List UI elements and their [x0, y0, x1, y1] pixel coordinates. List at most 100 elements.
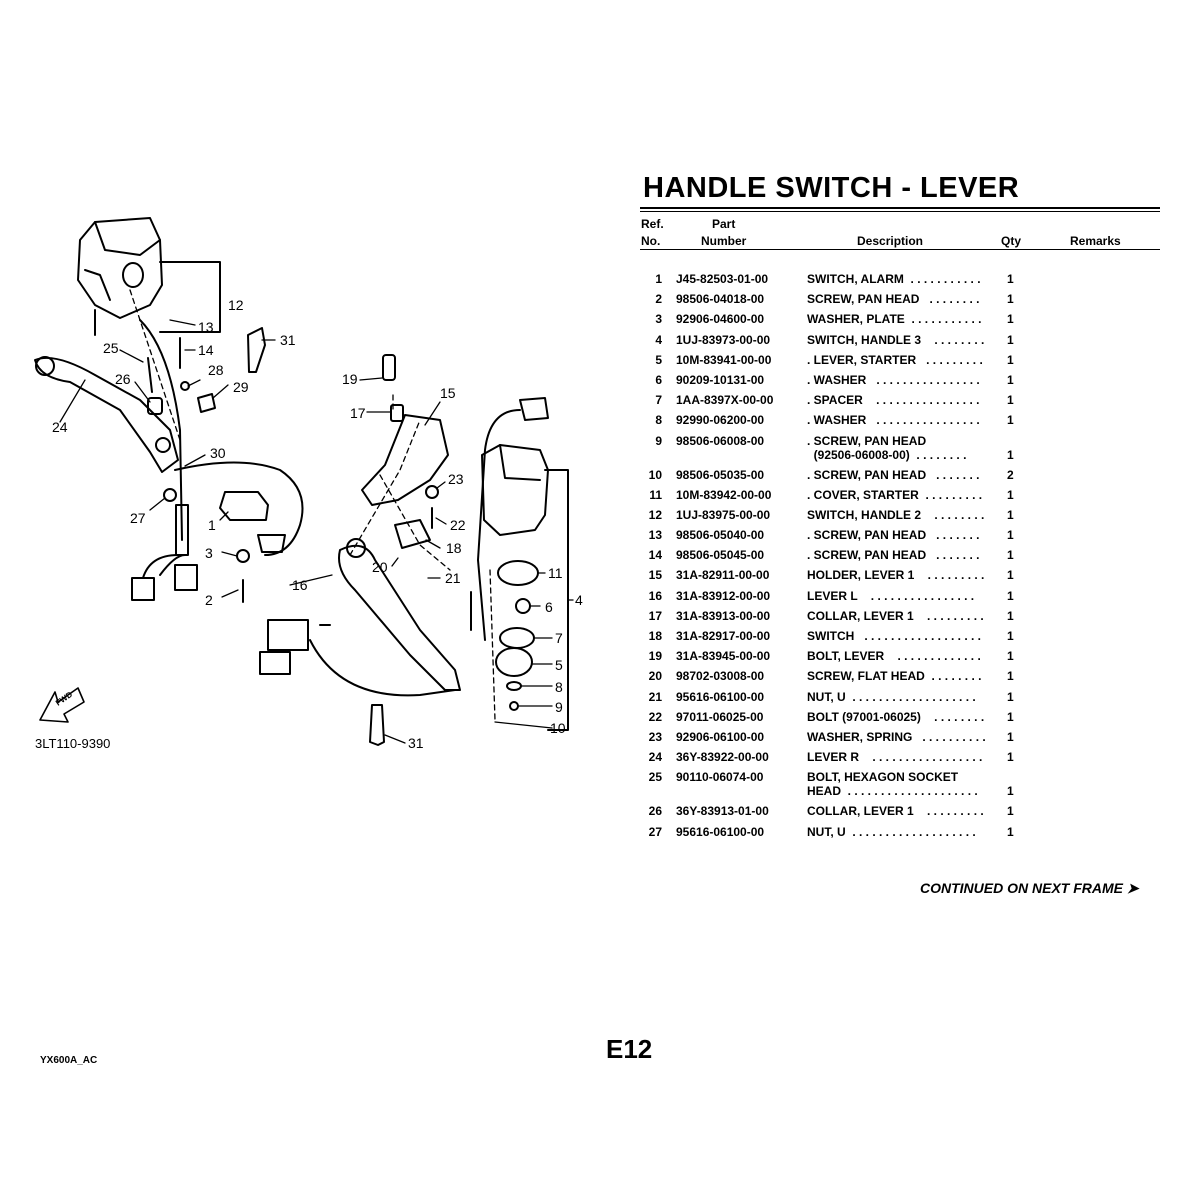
part-description: . LEVER, STARTER . . . . . . . . . — [807, 352, 983, 367]
part-qty: 1 — [1007, 588, 1014, 603]
part-qty: 1 — [1007, 750, 1014, 765]
part-description: WASHER, PLATE . . . . . . . . . . . — [807, 312, 982, 327]
part-number: 98702-03008-00 — [676, 669, 765, 684]
part-number: 97011-06025-00 — [676, 709, 764, 724]
lever-l-drawing — [338, 538, 461, 691]
part-description: SWITCH . . . . . . . . . . . . . . . . .… — [807, 629, 982, 643]
part-qty: 1 — [1007, 608, 1014, 623]
part-number: 92906-04600-00 — [676, 312, 765, 327]
diagram-label: 7 — [555, 630, 563, 646]
part-qty: 1 — [1007, 413, 1014, 428]
part-number: 98506-06008-00 — [676, 433, 765, 448]
header-ref-2: No. — [641, 234, 661, 248]
part-description: . SCREW, PAN HEAD . . . . . . . — [807, 548, 980, 563]
diagram-label: 17 — [350, 405, 366, 421]
diagram-label: 29 — [233, 379, 249, 395]
part-qty: 1 — [1007, 507, 1014, 522]
part-qty: 2 — [1007, 467, 1014, 482]
part-description: . SCREW, PAN HEAD (92506-06008-00) . . .… — [807, 433, 967, 462]
diagram-label: 6 — [545, 599, 553, 615]
part-description: COLLAR, LEVER 1 . . . . . . . . . — [807, 804, 984, 819]
ref-number: 16 — [648, 588, 662, 603]
part-description: SWITCH, ALARM . . . . . . . . . . . — [807, 272, 981, 286]
part-description: . SCREW, PAN HEAD . . . . . . . — [807, 467, 980, 482]
part-number: 36Y-83922-00-00 — [676, 750, 769, 765]
diagram-label: 13 — [198, 319, 214, 335]
exploded-parts-diagram: 1 2 3 4 5 6 7 8 9 10 11 12 13 14 15 16 1… — [34, 217, 583, 751]
part-description: SWITCH, HANDLE 3 . . . . . . . . — [807, 332, 985, 347]
ref-number: 25 — [648, 770, 662, 785]
lower-connector-drawing — [259, 619, 456, 697]
diagram-label: 3 — [205, 545, 213, 561]
ref-number: 17 — [648, 608, 662, 623]
ref-number: 9 — [655, 433, 662, 448]
diagram-label: 19 — [342, 371, 358, 387]
diagram-label: 25 — [103, 340, 119, 356]
diagram-label: 10 — [550, 720, 566, 736]
table-row: 22 97011-06025-00 BOLT (97001-06025) . . .… — [640, 710, 1160, 730]
part-qty: 1 — [1007, 669, 1014, 684]
diagram-label: 8 — [555, 679, 563, 695]
part-qty: 1 — [1007, 804, 1014, 819]
ref-number: 18 — [648, 629, 662, 643]
ref-number: 27 — [648, 824, 662, 839]
ref-number: 10 — [648, 467, 662, 482]
header-remarks: Remarks — [1070, 234, 1121, 248]
part-number: 10M-83941-00-00 — [676, 352, 772, 367]
fwd-arrow-icon — [39, 687, 85, 723]
part-qty: 1 — [1007, 824, 1014, 839]
ref-number: 15 — [648, 568, 662, 583]
diagram-label: 4 — [575, 592, 583, 608]
part-qty: 1 — [1007, 332, 1014, 347]
part-description: BOLT (97001-06025) . . . . . . . . — [807, 709, 985, 724]
ref-number: 20 — [648, 669, 662, 684]
footer-code: YX600A_AC — [40, 1055, 98, 1066]
title-rule — [640, 207, 1160, 209]
continued-note: CONTINUED ON NEXT FRAME ➤ — [920, 880, 1139, 896]
ref-number: 13 — [648, 528, 662, 543]
part-description: . COVER, STARTER . . . . . . . . . — [807, 487, 983, 502]
ref-number: 24 — [648, 750, 662, 765]
ref-number: 22 — [648, 709, 662, 724]
part-qty: 1 — [1007, 292, 1014, 307]
table-row: 10 98506-05035-00 . SCREW, PAN HEAD . . . … — [640, 468, 1160, 488]
diagram-label: 24 — [52, 419, 68, 435]
part-number: 36Y-83913-01-00 — [676, 804, 769, 819]
part-qty: 1 — [1007, 372, 1014, 387]
ref-number: 1 — [655, 272, 662, 286]
title-rule-thin — [640, 211, 1160, 212]
part-qty: 1 — [1007, 312, 1014, 327]
part-description: HOLDER, LEVER 1 . . . . . . . . . — [807, 568, 985, 583]
ref-number: 21 — [648, 689, 662, 704]
part-number: 1UJ-83975-00-00 — [676, 507, 771, 522]
part-number: 98506-05045-00 — [676, 548, 765, 563]
part-description: NUT, U . . . . . . . . . . . . . . . . .… — [807, 824, 976, 839]
part-qty: 1 — [1007, 352, 1014, 367]
lever-r-drawing — [34, 356, 179, 473]
diagram-label: 21 — [445, 570, 461, 586]
part-description: SWITCH, HANDLE 2 . . . . . . . . — [807, 507, 985, 522]
part-qty: 1 — [1007, 649, 1014, 664]
ref-number: 6 — [655, 372, 662, 387]
part-qty: 1 — [1007, 487, 1014, 502]
diagram-label: 18 — [446, 540, 462, 556]
ref-number: 14 — [648, 548, 662, 563]
part-number: 90110-06074-00 — [676, 770, 764, 785]
diagram-label: 14 — [198, 342, 214, 358]
handle-switch-2-drawing — [77, 217, 163, 319]
part-number: 98506-05035-00 — [676, 467, 765, 482]
diagram-label: 11 — [548, 565, 563, 581]
part-qty: 1 — [1007, 272, 1014, 286]
ref-number: 26 — [648, 804, 662, 819]
part-description: LEVER R . . . . . . . . . . . . . . . . … — [807, 750, 983, 765]
